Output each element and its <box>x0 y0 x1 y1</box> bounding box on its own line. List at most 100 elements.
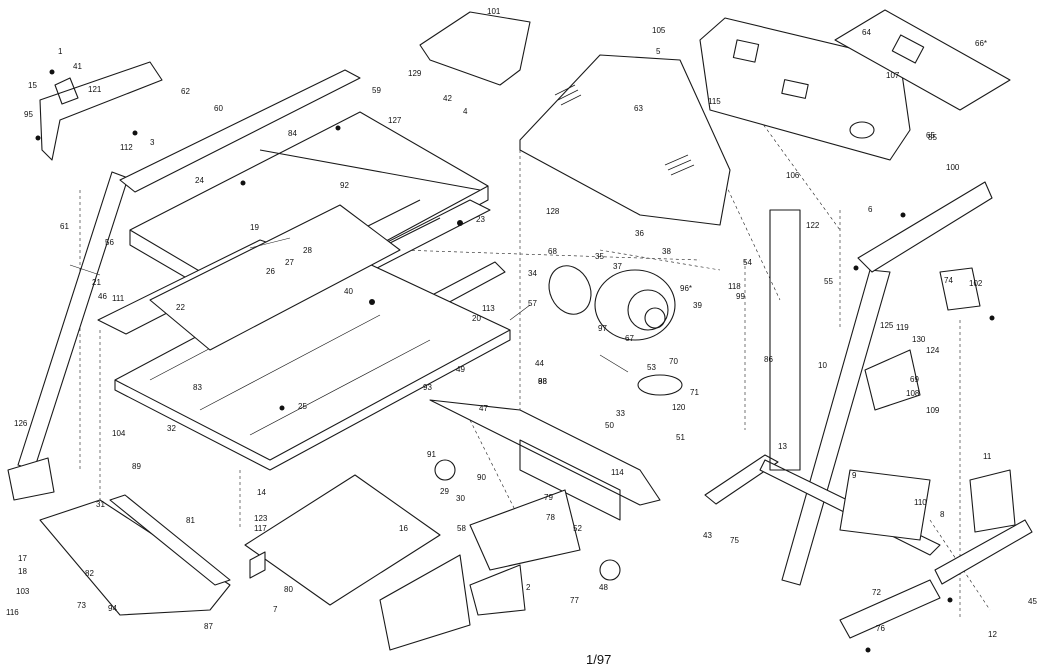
callout-130: 130 <box>912 335 926 344</box>
callout-61: 61 <box>60 222 69 231</box>
callout-102: 102 <box>969 279 983 288</box>
callout-120: 120 <box>672 403 686 412</box>
callout-1: 1 <box>58 47 63 56</box>
callout-75: 75 <box>730 536 739 545</box>
callout-24: 24 <box>195 176 204 185</box>
callout-126: 126 <box>14 419 28 428</box>
callout-64: 64 <box>862 28 871 37</box>
callout-98: 98 <box>538 377 547 386</box>
callout-21: 21 <box>92 278 101 287</box>
callout-17: 17 <box>18 554 27 563</box>
callout-91: 91 <box>427 450 436 459</box>
callout-28: 28 <box>303 246 312 255</box>
callout-100: 100 <box>946 163 960 172</box>
assembly-guides <box>79 119 991 620</box>
callout-121: 121 <box>88 85 102 94</box>
callout-95: 95 <box>24 110 33 119</box>
callout-8: 8 <box>940 510 945 519</box>
callout-83: 83 <box>193 383 202 392</box>
callout-60: 60 <box>214 104 223 113</box>
callout-92: 92 <box>340 181 349 190</box>
callout-66-star: 66* <box>975 39 987 48</box>
callout-59: 59 <box>372 86 381 95</box>
callout-47: 47 <box>479 404 488 413</box>
callout-85: 85 <box>928 133 937 142</box>
callout-2: 2 <box>526 583 531 592</box>
callout-23: 23 <box>476 215 485 224</box>
callout-labels: 1 2 3 4 5 6 7 8 9 10 11 12 13 14 15 16 1… <box>6 7 1037 639</box>
callout-103: 103 <box>16 587 30 596</box>
callout-29: 29 <box>440 487 449 496</box>
side-rails-and-covers <box>39 474 581 651</box>
callout-129: 129 <box>408 69 422 78</box>
callout-38: 38 <box>662 247 671 256</box>
callout-111: 111 <box>112 294 125 303</box>
callout-122: 122 <box>806 221 820 230</box>
lower-frame <box>704 454 1033 639</box>
callout-123: 123 <box>254 514 268 523</box>
callout-48: 48 <box>599 583 608 592</box>
callout-117: 117 <box>254 524 267 533</box>
callout-50: 50 <box>605 421 614 430</box>
callout-124: 124 <box>926 346 940 355</box>
callout-26: 26 <box>266 267 275 276</box>
callout-79: 79 <box>544 493 553 502</box>
callout-49: 49 <box>456 365 465 374</box>
callout-70: 70 <box>669 357 678 366</box>
callout-3: 3 <box>150 138 155 147</box>
callout-106: 106 <box>786 171 800 180</box>
callout-78: 78 <box>546 513 555 522</box>
callout-69: 69 <box>910 375 919 384</box>
callout-62: 62 <box>181 87 190 96</box>
callout-88: 88 <box>538 377 547 386</box>
callout-104: 104 <box>112 429 126 438</box>
callout-53: 53 <box>647 363 656 372</box>
callout-27: 27 <box>285 258 294 267</box>
callout-7: 7 <box>273 605 278 614</box>
callout-82: 82 <box>85 569 94 578</box>
callout-94: 94 <box>108 604 117 613</box>
callout-52: 52 <box>573 524 582 533</box>
callout-6: 6 <box>868 205 873 214</box>
callout-71: 71 <box>690 388 699 397</box>
callout-109: 109 <box>926 406 940 415</box>
callout-51: 51 <box>676 433 685 442</box>
callout-127: 127 <box>388 116 402 125</box>
callout-112: 112 <box>120 143 133 152</box>
callout-37: 37 <box>613 262 622 271</box>
fasteners <box>35 69 995 653</box>
callout-101: 101 <box>487 7 501 16</box>
callout-25: 25 <box>298 402 307 411</box>
callout-57: 57 <box>528 299 537 308</box>
callout-73: 73 <box>77 601 86 610</box>
right-upright <box>781 181 993 586</box>
callout-81: 81 <box>186 516 195 525</box>
callout-18: 18 <box>18 567 27 576</box>
callout-32: 32 <box>167 424 176 433</box>
revision-date-label: 1/97 <box>586 652 612 667</box>
callout-12: 12 <box>988 630 997 639</box>
callout-56: 56 <box>105 238 114 247</box>
callout-67: 67 <box>625 334 634 343</box>
callout-46: 46 <box>98 292 107 301</box>
callout-43: 43 <box>703 531 712 540</box>
callout-89: 89 <box>132 462 141 471</box>
callout-55: 55 <box>824 277 833 286</box>
callout-74: 74 <box>944 276 953 285</box>
callout-4: 4 <box>463 107 468 116</box>
console-assembly <box>699 9 1011 161</box>
callout-84: 84 <box>288 129 297 138</box>
callout-63: 63 <box>634 104 643 113</box>
callout-20: 20 <box>472 314 481 323</box>
callout-68: 68 <box>548 247 557 256</box>
callout-76: 76 <box>876 624 885 633</box>
callout-99: 99 <box>736 292 745 301</box>
callout-115: 115 <box>708 97 721 106</box>
callout-41: 41 <box>73 62 82 71</box>
callout-105: 105 <box>652 26 666 35</box>
callout-45: 45 <box>1028 597 1037 606</box>
callout-13: 13 <box>778 442 787 451</box>
callout-96-star: 96* <box>680 284 692 293</box>
